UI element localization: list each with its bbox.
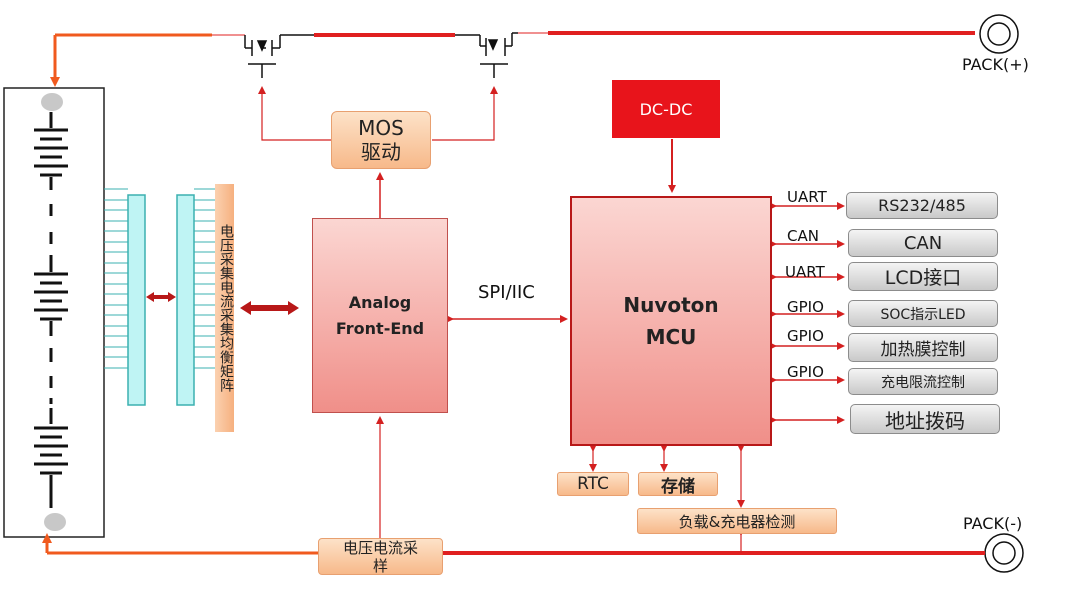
pack-plus-line <box>50 31 975 87</box>
cell-sampling-bars <box>104 188 215 406</box>
gate-drive-lines <box>258 86 498 141</box>
matrix-link-arrows <box>146 292 299 315</box>
bus-label-2: CAN <box>787 227 819 245</box>
pack-minus-connector <box>984 533 1024 573</box>
bus-label-5: GPIO <box>787 327 824 345</box>
interface-heater: 加热膜控制 <box>848 333 998 362</box>
pack-minus-line <box>42 533 985 555</box>
interface-lcd: LCD接口 <box>848 262 998 291</box>
interface-charge-limit: 充电限流控制 <box>848 368 998 395</box>
interface-can: CAN <box>848 229 998 257</box>
afe-block: Analog Front-End <box>312 218 448 413</box>
battery-pack <box>3 87 105 538</box>
bus-label-6: GPIO <box>787 363 824 381</box>
storage-box: 存储 <box>638 472 718 497</box>
mos-driver-box: MOS 驱动 <box>331 111 431 169</box>
bus-label-4: GPIO <box>787 298 824 316</box>
mosfet-2 <box>455 32 518 78</box>
interface-address-dip: 地址拨码 <box>850 404 1000 434</box>
matrix-label: 电压采集电流采集均衡矩阵 <box>215 184 234 432</box>
pack-minus-label: PACK(-) <box>963 514 1023 533</box>
mcu-bottom-links <box>589 444 745 553</box>
mcu-interface-arrows <box>769 202 845 424</box>
load-charger-detect-box: 负载&充电器检测 <box>637 508 837 534</box>
pack-plus-label: PACK(+) <box>962 55 1029 74</box>
pack-plus-connector <box>979 14 1019 54</box>
rtc-box: RTC <box>557 472 629 496</box>
voltage-current-sampling-box: 电压电流采 样 <box>318 538 443 575</box>
interface-rs232: RS232/485 <box>846 192 998 219</box>
mosfet-1 <box>244 34 314 78</box>
spi-label: SPI/IIC <box>478 282 535 303</box>
bus-label-1: UART <box>787 188 827 206</box>
interface-soc-led: SOC指示LED <box>848 300 998 327</box>
bus-label-3: UART <box>785 263 825 281</box>
dcdc-box: DC-DC <box>612 80 720 138</box>
mcu-block: Nuvoton MCU <box>570 196 772 446</box>
